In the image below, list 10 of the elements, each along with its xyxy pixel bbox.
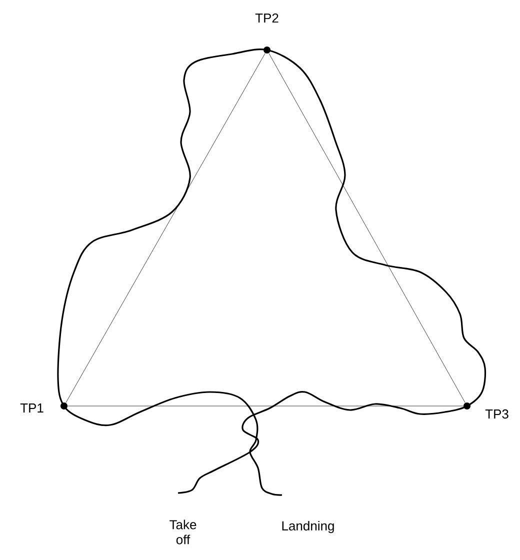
turn-point-dot	[264, 46, 270, 54]
straight-line	[66, 53, 266, 403]
path-end-label: Landning	[282, 520, 334, 534]
point-label: TP1	[20, 404, 44, 412]
point-label: TP2	[255, 13, 278, 23]
turn-point-dot	[464, 402, 470, 410]
path-end-label: Take off	[170, 520, 196, 544]
turn-point-dot	[60, 402, 68, 410]
point-label: TP3	[485, 409, 508, 419]
straight-line	[268, 53, 466, 403]
